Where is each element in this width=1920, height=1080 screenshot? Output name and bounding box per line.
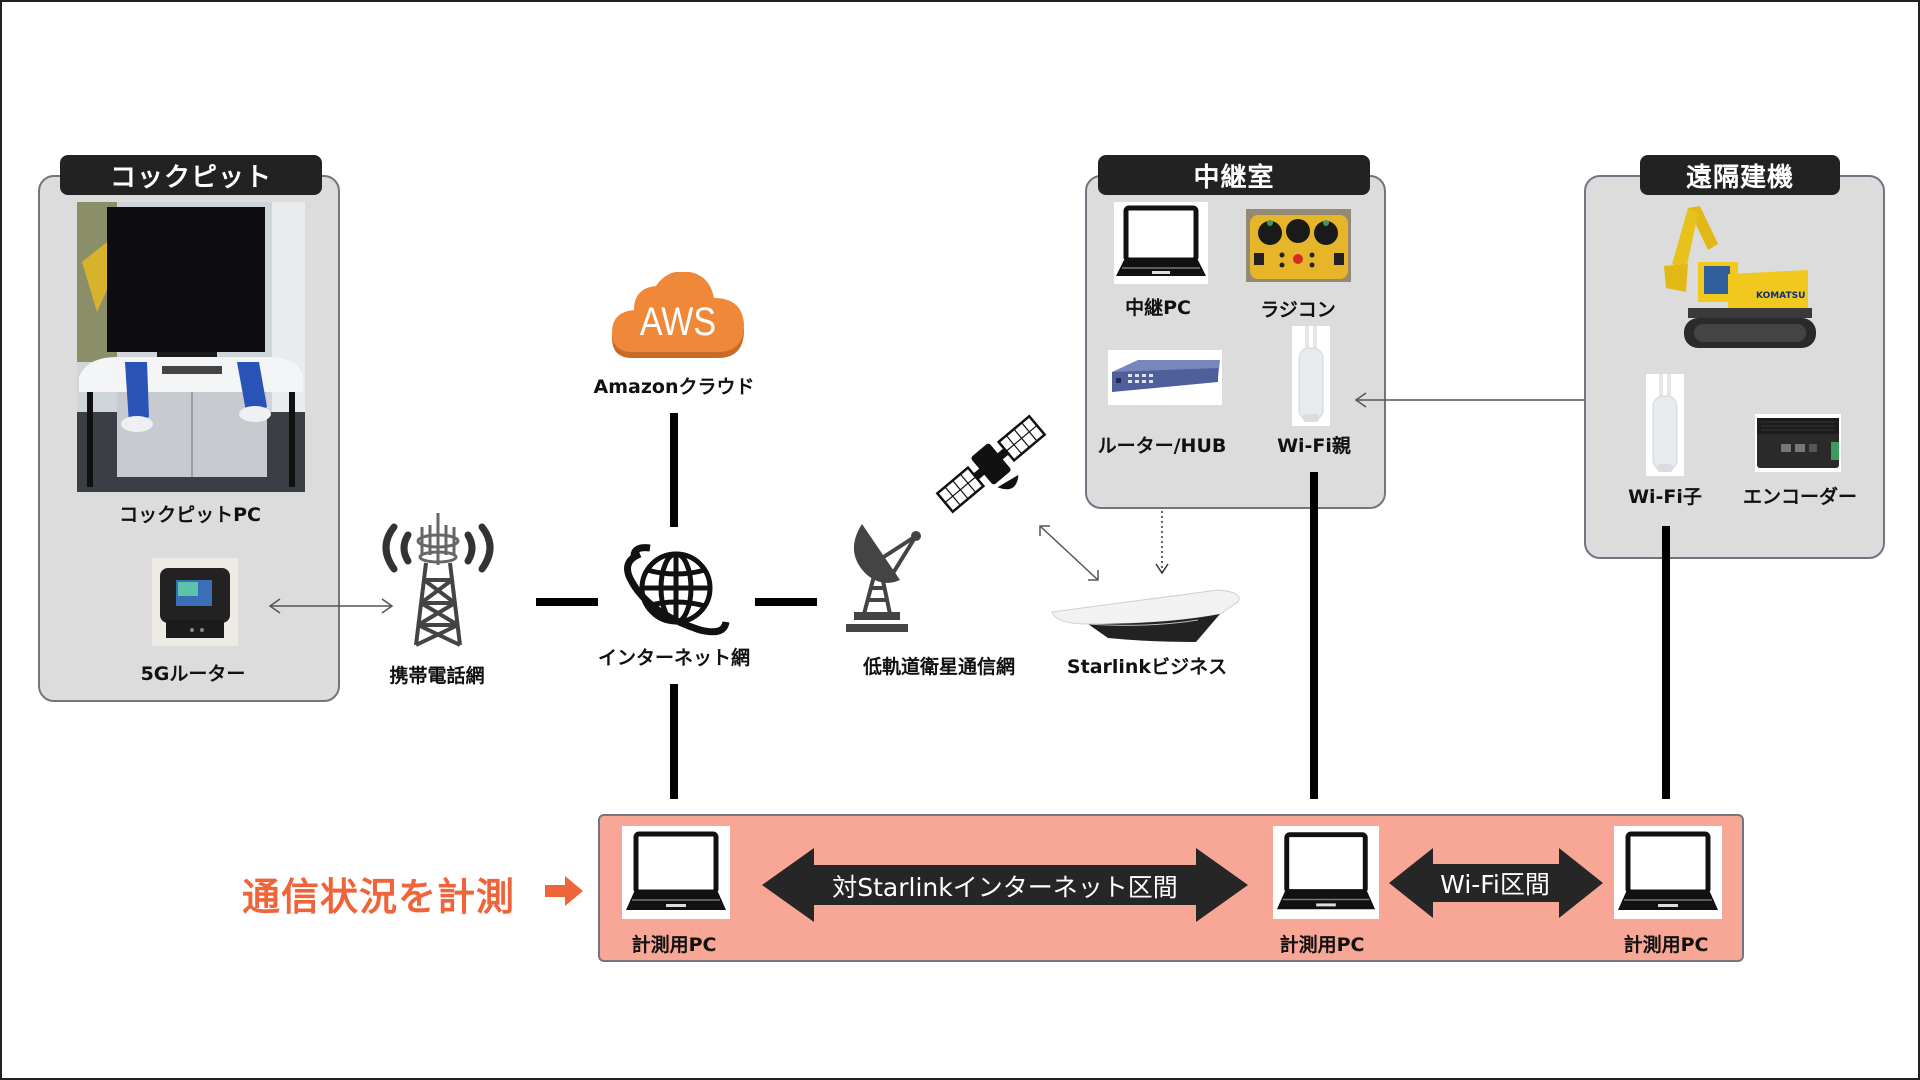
starlink-internet-segment-label: 対Starlinkインターネット区間 xyxy=(832,873,1178,902)
measurement-pc-2-label: 計測用PC xyxy=(1279,934,1365,956)
wifi-segment-label: Wi-Fi区間 xyxy=(1440,870,1550,899)
satellite-network-label: 低軌道衛星通信網 xyxy=(862,656,1016,678)
router-hub-label: ルーター/HUB xyxy=(1097,435,1227,457)
encoder-photo xyxy=(1755,414,1841,472)
encoder-label: エンコーダー xyxy=(1742,486,1858,508)
starlink-dish-photo xyxy=(1051,589,1240,642)
relay-measurement-link xyxy=(1310,472,1318,799)
wifi-child-label: Wi-Fi子 xyxy=(1628,486,1702,508)
aws-logo-text: AWS xyxy=(639,300,717,344)
measurement-pc-3-label: 計測用PC xyxy=(1623,934,1709,956)
cockpit-group-title: コックピット xyxy=(60,155,322,195)
cell-tower-icon xyxy=(382,513,494,647)
router-tower-link-arrow xyxy=(268,598,394,614)
radio-controller-label: ラジコン xyxy=(1260,299,1336,321)
relay-pc-label: 中継PC xyxy=(1125,297,1191,319)
measurement-pc-2-laptop-icon xyxy=(1273,826,1379,919)
relay-pc-laptop-icon xyxy=(1114,202,1208,284)
remote-measurement-link xyxy=(1662,526,1670,799)
5g-router-photo xyxy=(152,558,238,646)
satellite-starlink-link-arrow xyxy=(1039,525,1099,581)
internet-satellite-link xyxy=(755,598,817,606)
satellite-icon xyxy=(935,414,1047,514)
aws-internet-link xyxy=(670,413,678,527)
svg-text:KOMATSU: KOMATSU xyxy=(1756,291,1805,301)
aws-label: Amazonクラウド xyxy=(593,376,755,398)
measurement-pc-3-laptop-icon xyxy=(1614,826,1722,919)
internet-globe-icon xyxy=(624,544,730,636)
measurement-pc-1-label: 計測用PC xyxy=(631,934,717,956)
ground-station-dish-icon xyxy=(846,524,921,632)
wifi-child-ap-photo xyxy=(1646,374,1684,476)
starlink-internet-segment-arrow xyxy=(762,848,1248,922)
router-hub-photo xyxy=(1108,350,1222,405)
remote-machine-group-title: 遠隔建機 xyxy=(1640,155,1840,195)
cockpit-pc-label: コックピットPC xyxy=(119,504,261,526)
internet-label: インターネット網 xyxy=(597,647,751,669)
aws-cloud-icon xyxy=(612,272,744,358)
internet-measurement-link xyxy=(670,684,678,799)
measurement-pc-1-laptop-icon xyxy=(622,826,730,919)
wifi-segment-arrow xyxy=(1389,848,1603,918)
remote-machine-group xyxy=(1584,175,1885,559)
radio-controller-photo xyxy=(1246,209,1351,282)
measurement-title: 通信状況を計測 xyxy=(242,875,516,919)
starlink-label: Starlinkビジネス xyxy=(1066,656,1228,678)
excavator-photo: KOMATSU xyxy=(1658,204,1818,358)
wifi-parent-ap-photo xyxy=(1292,326,1330,426)
mobile-network-label: 携帯電話網 xyxy=(389,665,485,687)
5g-router-label: 5Gルーター xyxy=(140,663,246,685)
measurement-pointer-arrow-icon xyxy=(545,876,583,906)
tower-internet-link xyxy=(536,598,598,606)
relay-room-group-title: 中継室 xyxy=(1098,155,1370,195)
cockpit-photo xyxy=(77,202,305,492)
wifi-parent-label: Wi-Fi親 xyxy=(1277,435,1351,457)
